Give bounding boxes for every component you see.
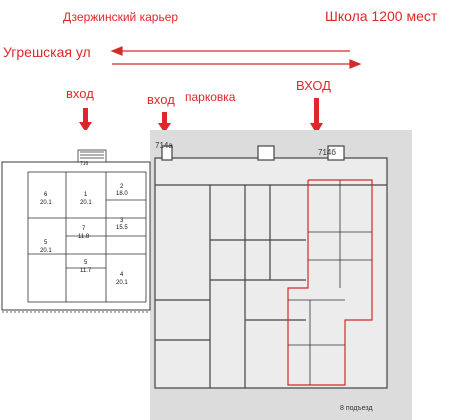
- street-arrow-left: [110, 46, 350, 56]
- room-number: 5: [44, 240, 48, 246]
- room-area: 20.1: [116, 280, 128, 286]
- building-number-716: 716: [80, 161, 89, 167]
- street-arrows: [79, 46, 362, 130]
- entrance-label-3: ВХОД: [296, 78, 331, 93]
- room-area: 15.5: [116, 225, 128, 231]
- room-area: 11.8: [78, 234, 90, 240]
- entrance-8-label: 8 подъезд: [340, 405, 373, 412]
- room-number: 6: [44, 192, 48, 198]
- building-number-714b: 714б: [318, 148, 336, 157]
- room-area: 20.1: [40, 248, 52, 254]
- floor-plan-714: [154, 145, 388, 389]
- highlighted-unit: [287, 179, 373, 386]
- room-number: 2: [120, 184, 124, 190]
- street-arrow-right: [112, 59, 362, 69]
- unit-interior: [288, 180, 372, 385]
- room-area: 18.0: [116, 191, 128, 197]
- school-label: Школа 1200 мест: [325, 8, 438, 24]
- entrance-label-2: вход: [147, 92, 175, 107]
- room-area: 11.7: [80, 268, 92, 274]
- quarry-label: Дзержинский карьер: [63, 10, 179, 24]
- room-number: 5: [84, 260, 88, 266]
- room-number: 7: [82, 226, 86, 232]
- entrance-arrow-1: [79, 108, 92, 130]
- entrance-label-1: вход: [66, 86, 94, 101]
- floor-plan-716: [1, 149, 151, 313]
- entrance-arrow-2: [158, 112, 171, 130]
- building-number-714a: 714а: [155, 141, 173, 150]
- room-area: 20.1: [80, 200, 92, 206]
- room-area: 20.1: [40, 200, 52, 206]
- room-number: 4: [120, 272, 124, 278]
- room-number: 1: [84, 192, 88, 198]
- room-number: 3: [120, 218, 124, 224]
- room-labels: 6 20.1 1 20.1 2 18.0 3 15.5 7 11.8 5 20.…: [40, 184, 128, 286]
- parking-label: парковка: [185, 90, 236, 104]
- entrance-arrow-3: [310, 98, 323, 130]
- street-label: Угрешская ул: [3, 44, 91, 60]
